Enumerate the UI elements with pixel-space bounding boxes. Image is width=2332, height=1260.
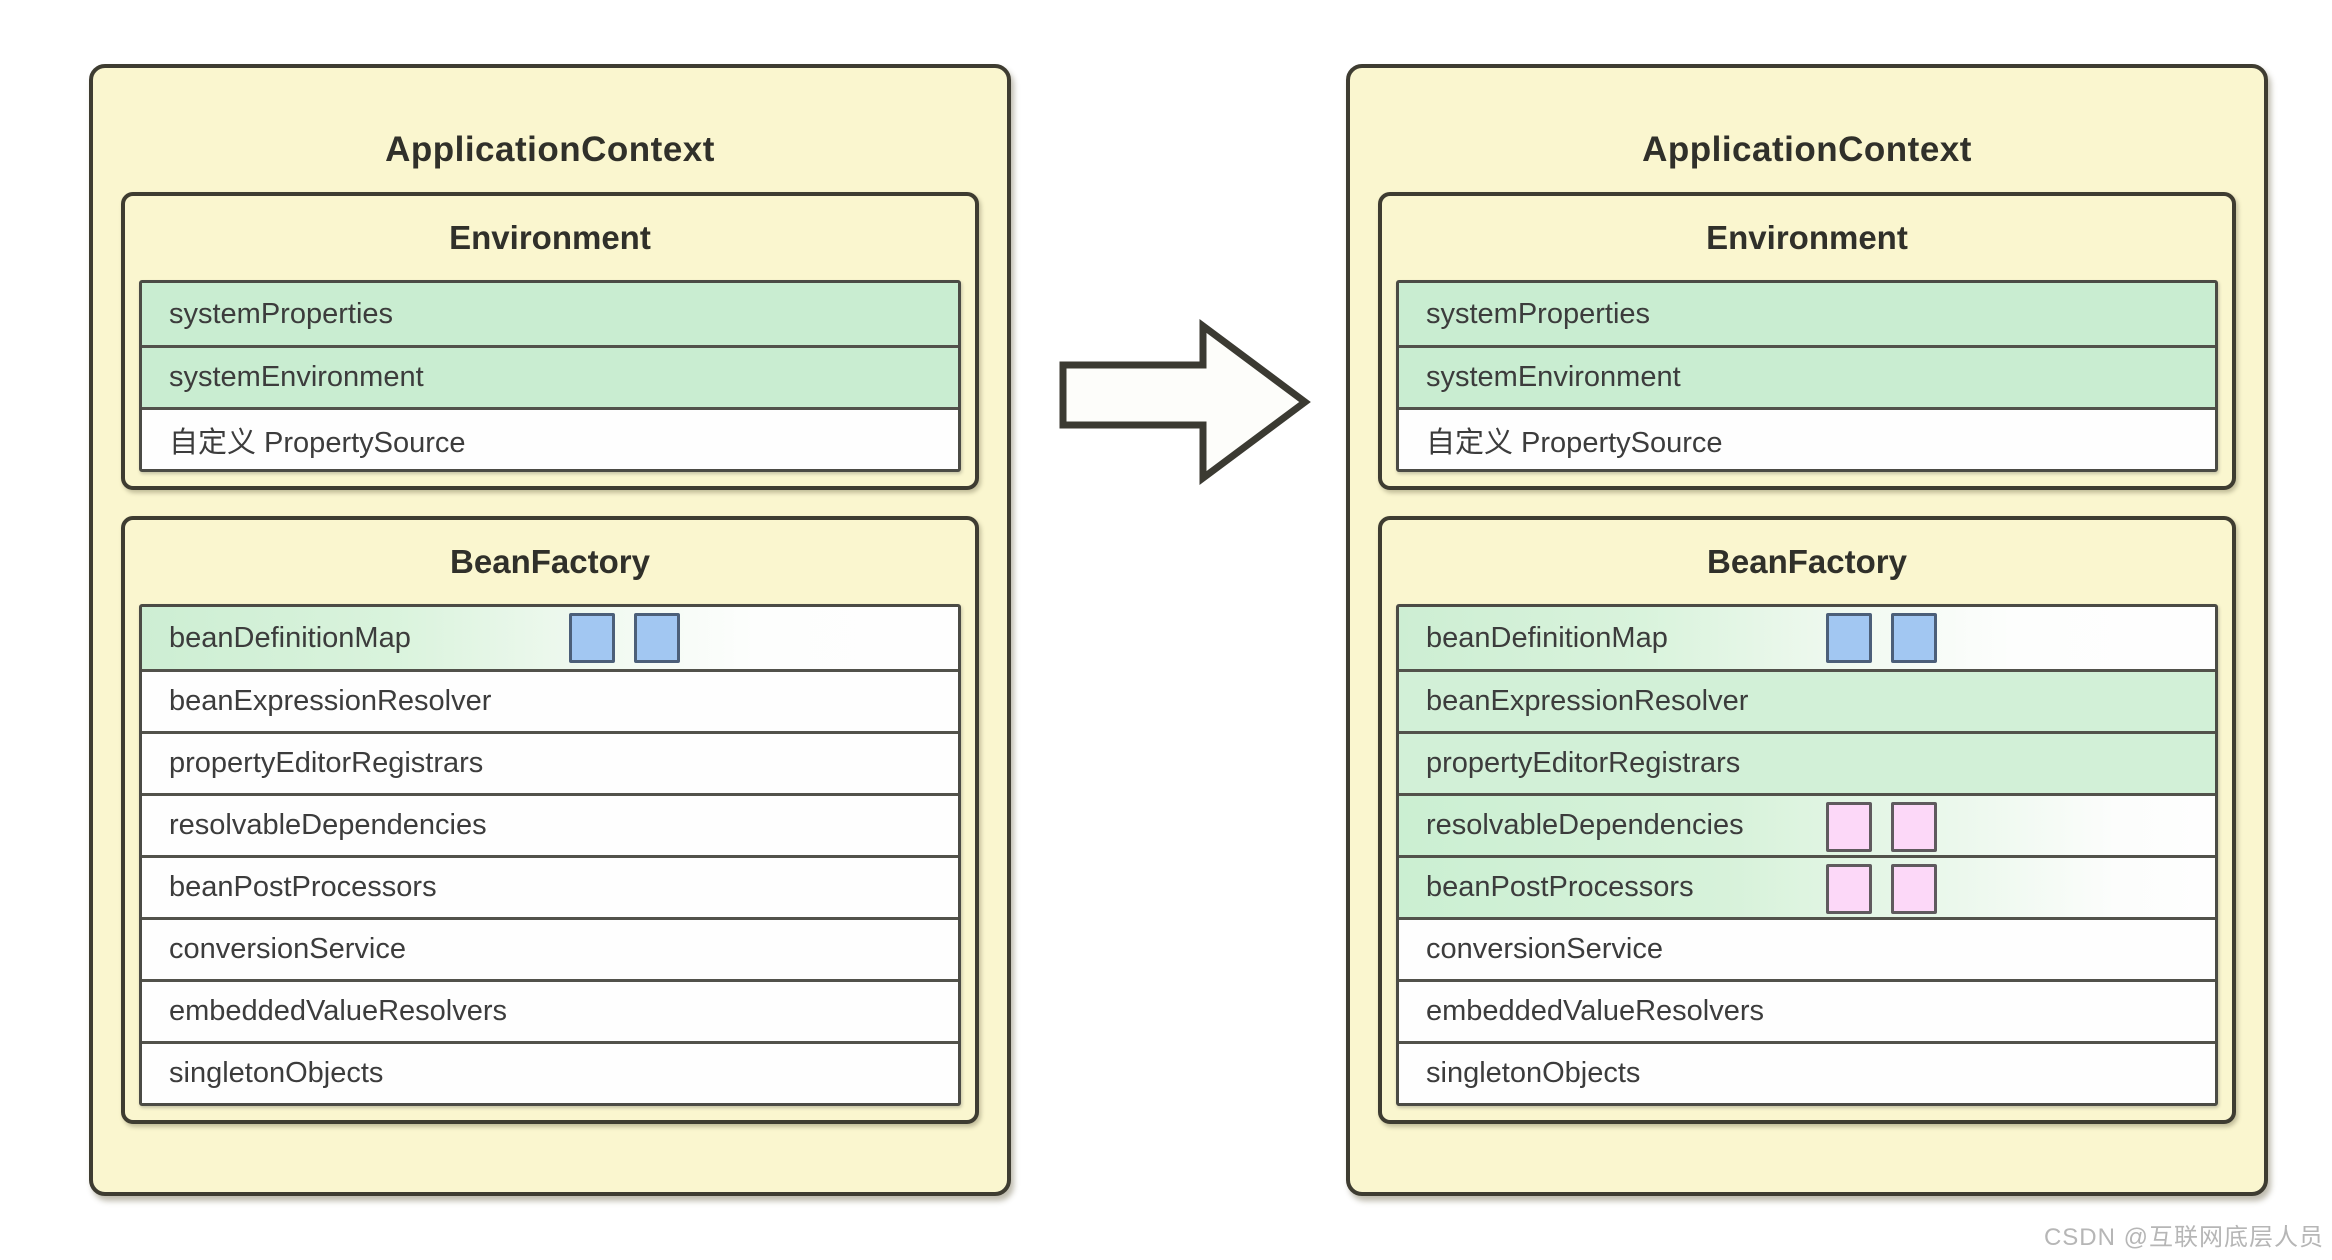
row-label: embeddedValueResolvers <box>169 995 508 1027</box>
bean-factory-title: BeanFactory <box>1707 543 1907 580</box>
row-label: beanPostProcessors <box>1426 871 1694 903</box>
row-label: 自定义 PropertySource <box>1426 426 1723 459</box>
row-label: systemEnvironment <box>169 361 424 393</box>
table-row: systemEnvironment <box>142 345 958 407</box>
environment-box: Environment systemProperties systemEnvir… <box>121 192 979 490</box>
table-row: beanPostProcessors <box>1399 855 2215 917</box>
row-label: systemEnvironment <box>1426 361 1681 393</box>
blue-square-icon <box>569 613 615 663</box>
row-label: propertyEditorRegistrars <box>1426 747 1741 779</box>
blue-square-icon <box>1891 613 1937 663</box>
row-label: singletonObjects <box>169 1057 384 1089</box>
row-label: singletonObjects <box>1426 1057 1641 1089</box>
row-label: embeddedValueResolvers <box>1426 995 1765 1027</box>
row-label: 自定义 PropertySource <box>169 426 466 459</box>
environment-title: Environment <box>449 219 651 256</box>
row-label: beanPostProcessors <box>169 871 437 903</box>
bean-factory-rows: beanDefinitionMap beanExpressionResolver… <box>139 604 961 1106</box>
table-row: conversionService <box>142 917 958 979</box>
table-row: 自定义 PropertySource <box>142 407 958 469</box>
pink-square-icon <box>1826 864 1872 914</box>
row-label: conversionService <box>169 933 406 965</box>
row-label: beanDefinitionMap <box>1426 621 1668 654</box>
environment-rows: systemProperties systemEnvironment 自定义 P… <box>139 280 961 472</box>
blue-square-icon <box>1826 613 1872 663</box>
table-row: resolvableDependencies <box>1399 793 2215 855</box>
table-row: beanDefinitionMap <box>142 607 958 669</box>
table-row: propertyEditorRegistrars <box>1399 731 2215 793</box>
table-row: singletonObjects <box>1399 1041 2215 1103</box>
table-row: singletonObjects <box>142 1041 958 1103</box>
pink-square-icon <box>1891 864 1937 914</box>
table-row: conversionService <box>1399 917 2215 979</box>
table-row: 自定义 PropertySource <box>1399 407 2215 469</box>
panel-title: ApplicationContext <box>1642 130 1972 169</box>
application-context-panel-after: ApplicationContext Environment systemPro… <box>1346 64 2268 1196</box>
bean-factory-box: BeanFactory beanDefinitionMap beanExpres… <box>121 516 979 1124</box>
environment-box: Environment systemProperties systemEnvir… <box>1378 192 2236 490</box>
bean-factory-box: BeanFactory beanDefinitionMap beanExpres… <box>1378 516 2236 1124</box>
row-label: propertyEditorRegistrars <box>169 747 484 779</box>
right-arrow-icon <box>1059 319 1311 485</box>
table-row: beanExpressionResolver <box>142 669 958 731</box>
blue-square-icon <box>634 613 680 663</box>
table-row: resolvableDependencies <box>142 793 958 855</box>
environment-title: Environment <box>1706 219 1908 256</box>
environment-rows: systemProperties systemEnvironment 自定义 P… <box>1396 280 2218 472</box>
pink-square-icon <box>1891 802 1937 852</box>
table-row: beanExpressionResolver <box>1399 669 2215 731</box>
row-label: conversionService <box>1426 933 1663 965</box>
row-label: systemProperties <box>169 297 394 330</box>
row-label: beanExpressionResolver <box>1426 685 1749 717</box>
row-label: beanExpressionResolver <box>169 685 492 717</box>
table-row: beanDefinitionMap <box>1399 607 2215 669</box>
bean-factory-rows: beanDefinitionMap beanExpressionResolver… <box>1396 604 2218 1106</box>
row-label: resolvableDependencies <box>1426 809 1744 841</box>
row-label: systemProperties <box>1426 297 1651 330</box>
row-label: beanDefinitionMap <box>169 621 411 654</box>
table-row: beanPostProcessors <box>142 855 958 917</box>
watermark: CSDN @互联网底层人员 <box>2043 1224 2324 1251</box>
table-row: systemProperties <box>142 283 958 345</box>
panel-title: ApplicationContext <box>385 130 715 169</box>
table-row: embeddedValueResolvers <box>142 979 958 1041</box>
bean-factory-title: BeanFactory <box>450 543 650 580</box>
table-row: propertyEditorRegistrars <box>142 731 958 793</box>
row-label: resolvableDependencies <box>169 809 487 841</box>
table-row: embeddedValueResolvers <box>1399 979 2215 1041</box>
table-row: systemProperties <box>1399 283 2215 345</box>
table-row: systemEnvironment <box>1399 345 2215 407</box>
application-context-panel-before: ApplicationContext Environment systemPro… <box>89 64 1011 1196</box>
pink-square-icon <box>1826 802 1872 852</box>
